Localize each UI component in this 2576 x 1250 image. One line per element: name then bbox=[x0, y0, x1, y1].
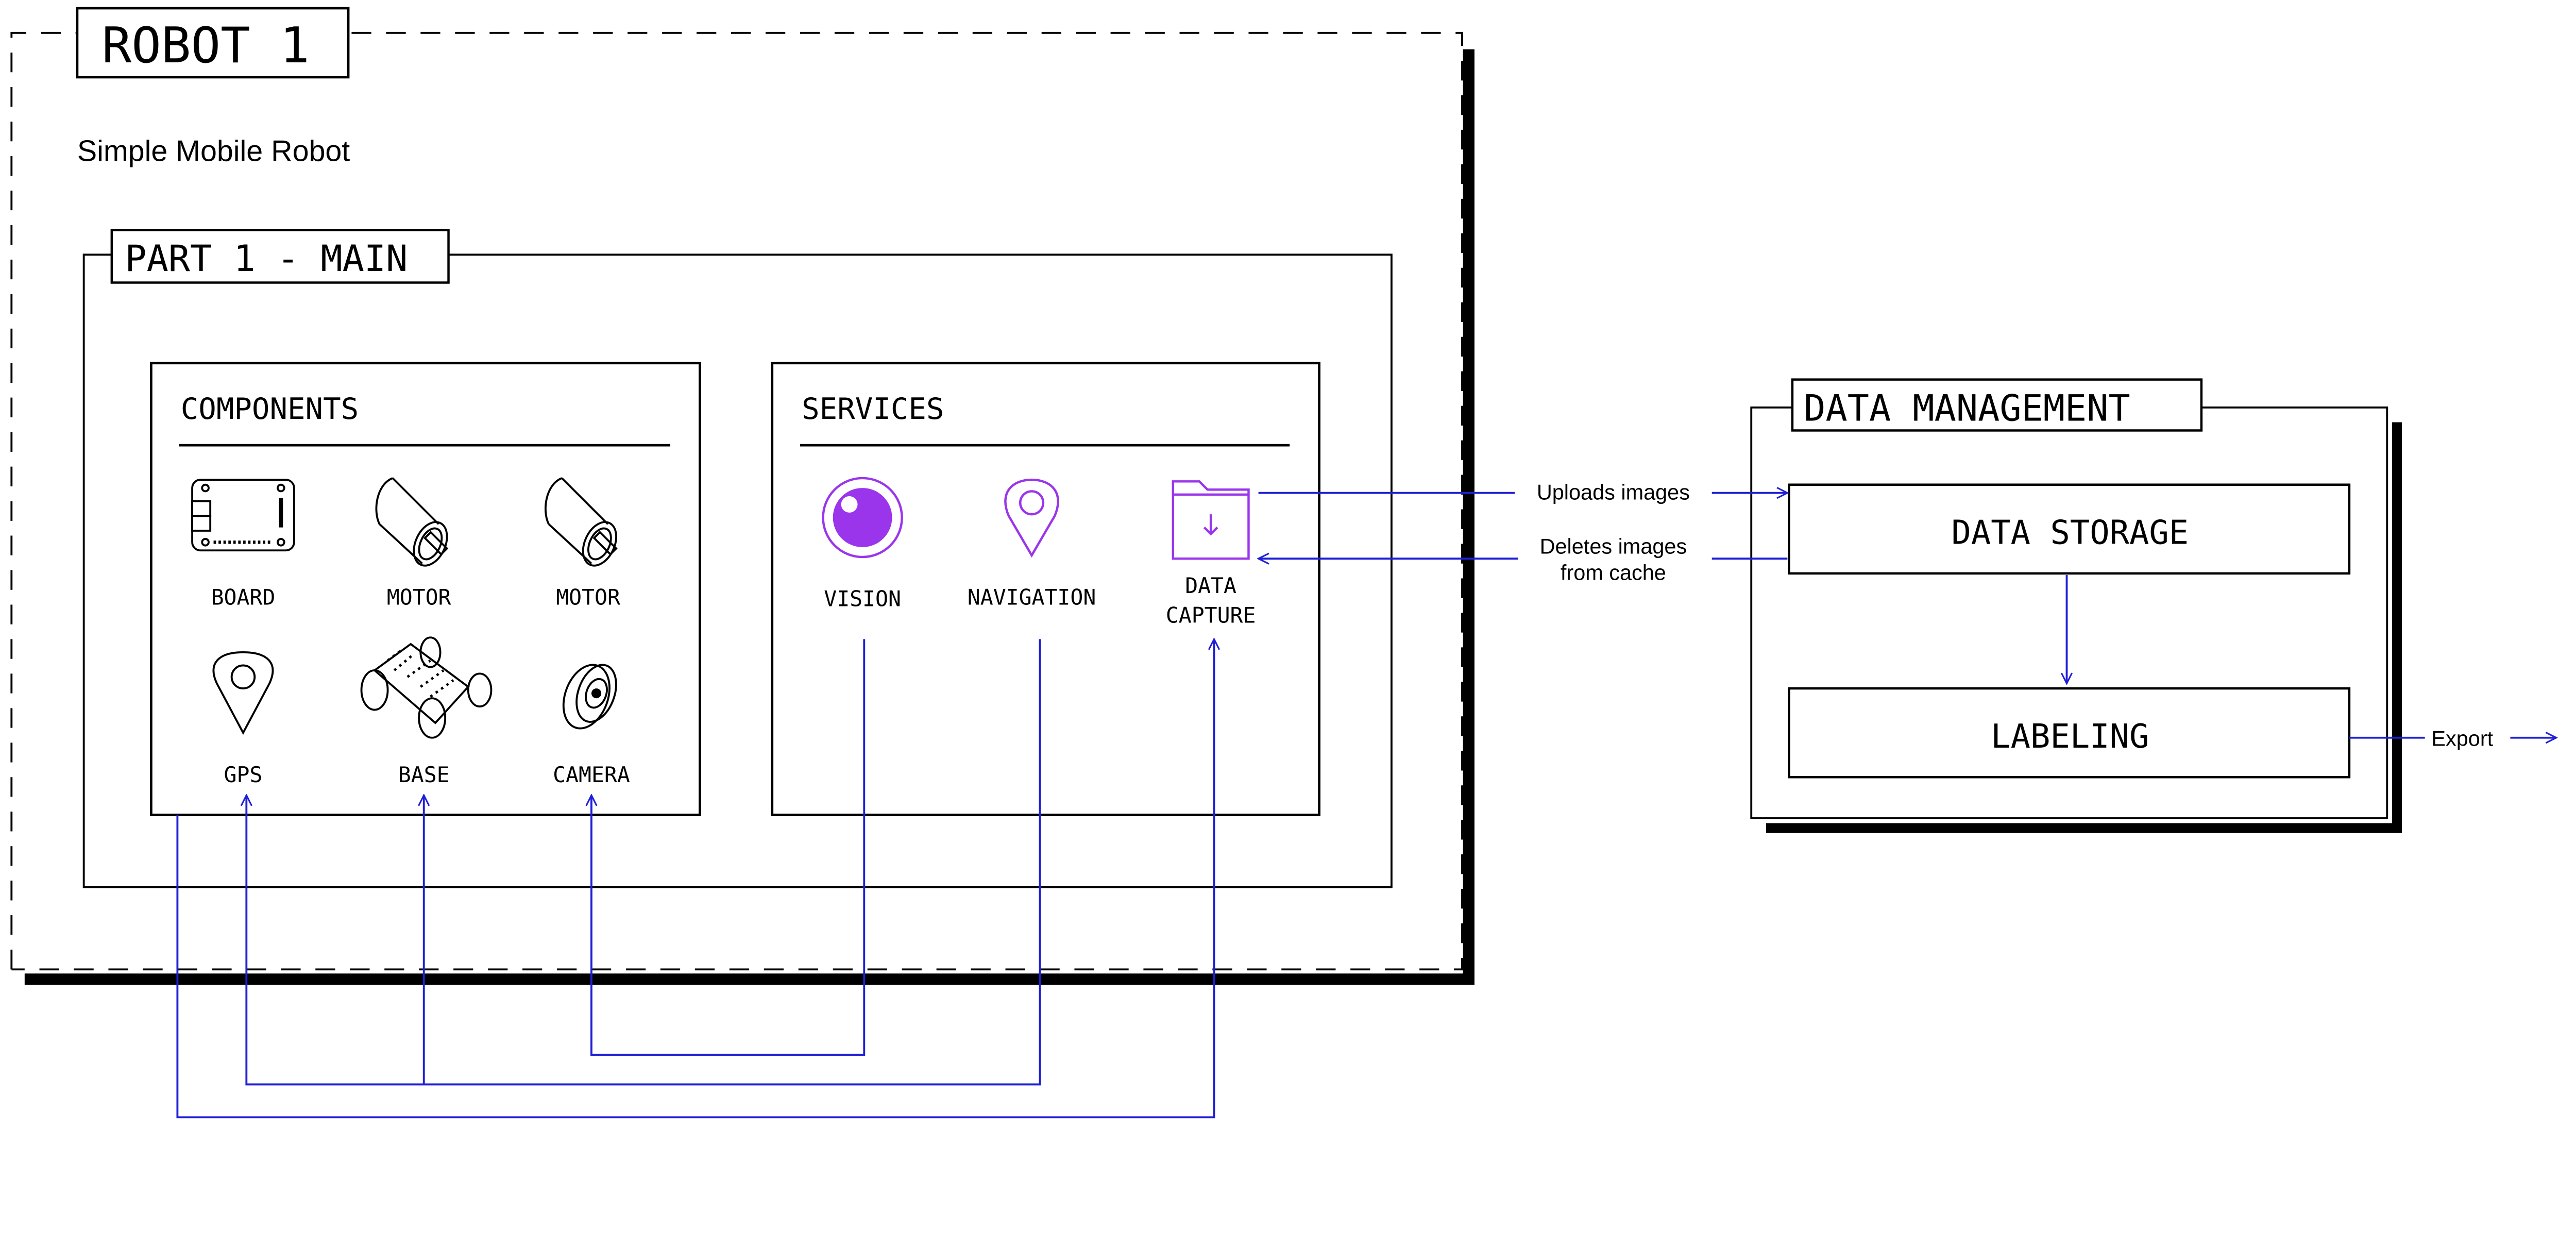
motor-icon[interactable] bbox=[545, 477, 623, 571]
labeling-label: LABELING bbox=[1991, 718, 2149, 756]
service-label-navigation: NAVIGATION bbox=[968, 585, 1096, 610]
external-connectors: Uploads images Deletes images from cache… bbox=[1259, 476, 2556, 751]
camera-icon[interactable] bbox=[555, 658, 623, 735]
service-label-data-capture-1: DATA bbox=[1185, 573, 1236, 598]
data-storage-box[interactable] bbox=[1788, 483, 2351, 575]
service-label-data-capture-2: CAPTURE bbox=[1166, 603, 1256, 628]
location-pin-icon[interactable] bbox=[1004, 478, 1059, 558]
part-container: PART 1 - MAIN bbox=[82, 229, 1393, 888]
component-label-motor-1: MOTOR bbox=[387, 585, 451, 610]
deletes-label-2: from cache bbox=[1561, 561, 1666, 585]
data-management-shadow bbox=[1766, 422, 2402, 833]
components-panel: COMPONENTS BOARD MOTOR MOTOR bbox=[149, 362, 701, 817]
data-management-container: DATA MANAGEMENT DATA STORAGE LABELING bbox=[1750, 378, 2402, 833]
data-management-title-box bbox=[1791, 378, 2203, 432]
component-label-board: BOARD bbox=[211, 585, 276, 610]
architecture-diagram: ROBOT 1 Simple Mobile Robot PART 1 - MAI… bbox=[10, 7, 2576, 1119]
services-header: SERVICES bbox=[802, 392, 944, 426]
service-label-vision: VISION bbox=[824, 587, 901, 612]
board-icon[interactable] bbox=[191, 479, 295, 552]
robot-title: ROBOT 1 bbox=[102, 16, 310, 74]
folder-download-icon[interactable] bbox=[1172, 480, 1250, 560]
components-to-data-capture-connector bbox=[176, 639, 1214, 1119]
uploads-label: Uploads images bbox=[1537, 480, 1690, 504]
eye-icon[interactable] bbox=[822, 477, 903, 559]
labeling-box[interactable] bbox=[1788, 687, 2351, 779]
data-management-title: DATA MANAGEMENT bbox=[1804, 387, 2130, 429]
navigation-to-gps-connector bbox=[246, 639, 1041, 1086]
part-border bbox=[82, 254, 1393, 888]
data-storage-label: DATA STORAGE bbox=[1952, 514, 2189, 552]
services-panel: SERVICES VISION NAVIGATION DATA CAPTURE bbox=[771, 362, 1320, 817]
components-header: COMPONENTS bbox=[181, 392, 359, 426]
deletes-label-1: Deletes images bbox=[1540, 534, 1687, 559]
gps-pin-icon[interactable] bbox=[212, 651, 274, 735]
component-label-base: BASE bbox=[398, 763, 450, 787]
robot-shadow bbox=[24, 49, 1475, 985]
robot-title-box bbox=[76, 7, 350, 79]
component-label-motor-2: MOTOR bbox=[556, 585, 620, 610]
robot-subtitle: Simple Mobile Robot bbox=[77, 135, 350, 168]
vision-to-camera-connector bbox=[591, 639, 866, 1056]
motor-icon[interactable] bbox=[375, 477, 453, 571]
export-label: Export bbox=[2431, 727, 2493, 751]
component-label-gps: GPS bbox=[224, 763, 263, 787]
component-label-camera: CAMERA bbox=[553, 763, 630, 787]
rover-base-icon[interactable] bbox=[360, 636, 493, 739]
part-title: PART 1 - MAIN bbox=[125, 238, 408, 280]
part-title-box bbox=[110, 229, 450, 284]
internal-connectors bbox=[176, 639, 1214, 1119]
components-border bbox=[149, 362, 701, 817]
